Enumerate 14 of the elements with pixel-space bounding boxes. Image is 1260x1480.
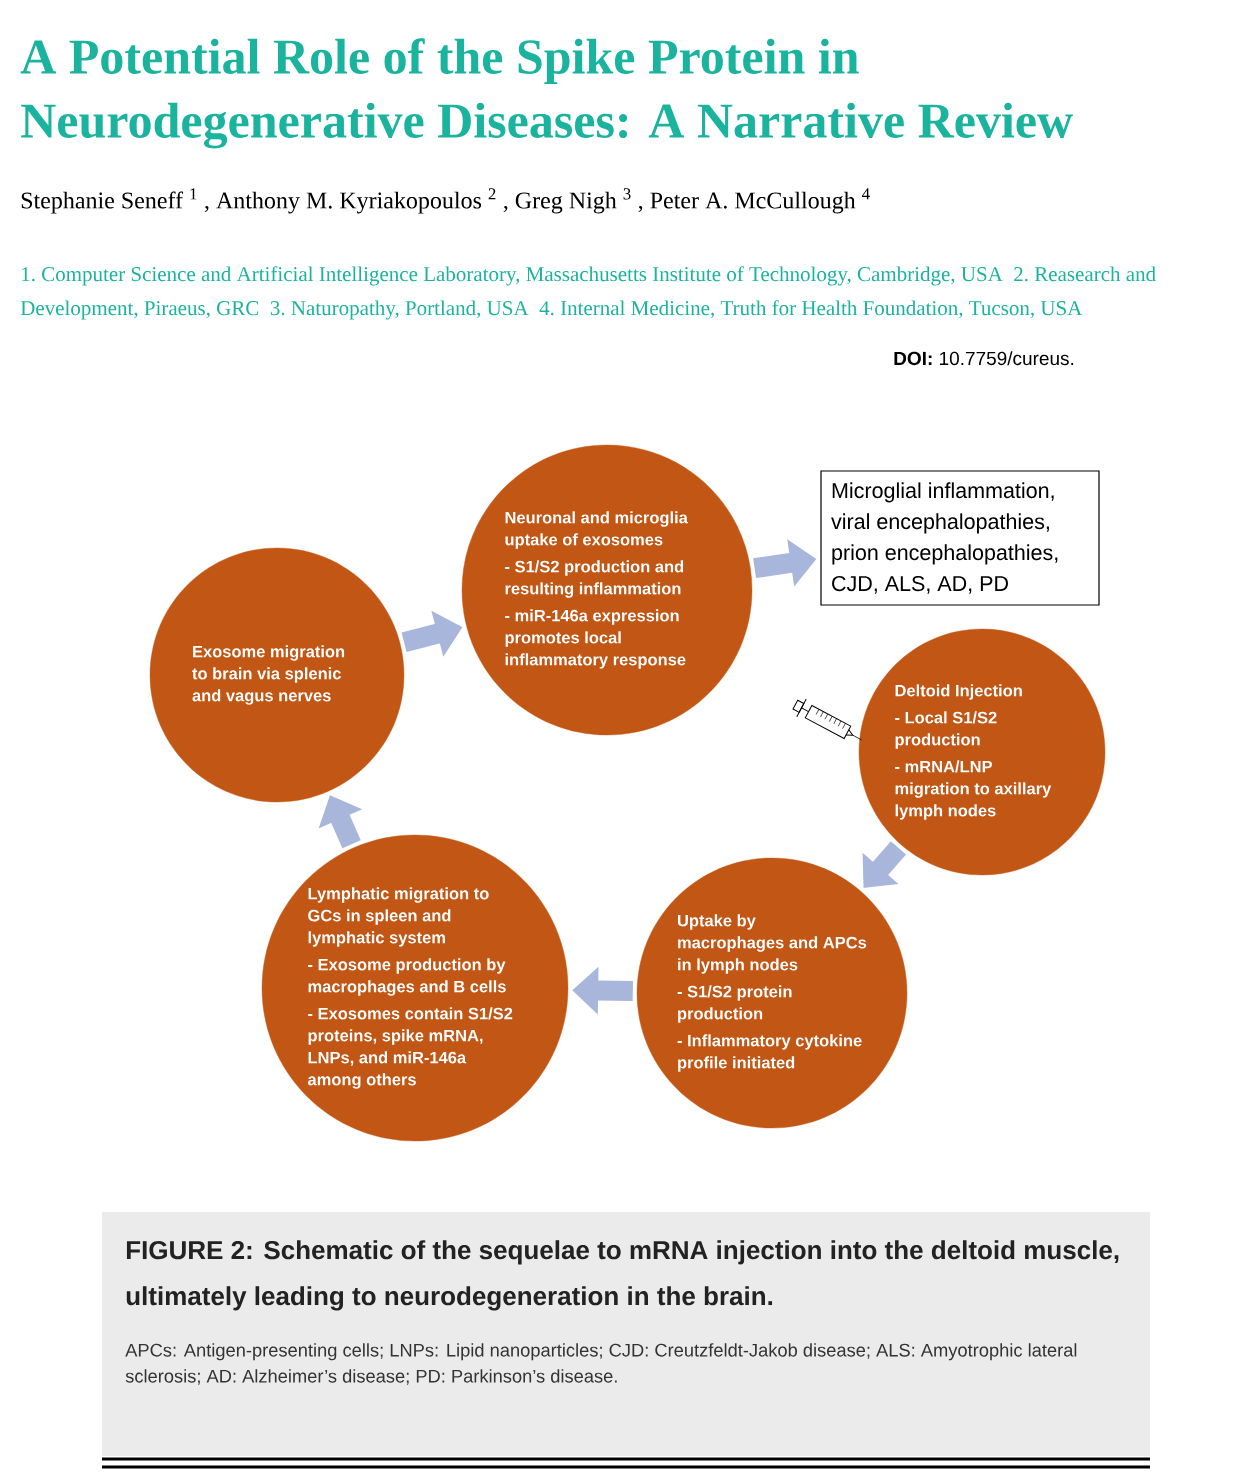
- affiliation: Computer Science and Artificial Intelligence Laboratory, Massachusetts Institute of Technology, Cambridge, USA: [42, 266, 1003, 286]
- author-list: Stephanie Seneff $^{1}$ , Anthony M. Kyriakopoulos $^{2}$ , Greg Nigh $^{3}$ , Peter A. McCullough $^{4}$: [21, 188, 870, 214]
- doi-text: DOI: 10.7759/cureus.: [894, 351, 1074, 366]
- outcome-box: Microglial inflammation, viral encephalopathies, prion encephalopathies, CJD, ALS, AD, PD: [820, 470, 1100, 606]
- affiliation-number: 4.: [539, 301, 554, 316]
- affiliation-number: 2.: [1014, 267, 1028, 282]
- block-arrow: [862, 841, 906, 888]
- title: A Potential Role of the Spike Protein in Neurodegenerative Diseases: A Narrative Review: [20, 38, 1073, 149]
- abbreviation-note: APCs: Antigen-presenting cells; LNPs: Lipid nanoparticles; CJD: Creutzfeldt-Jakob disease; ALS: Amyotrophic lateral sclerosis; AD: Alzheimer’s disease; PD: Parkinson’s disease.: [125, 1343, 1077, 1385]
- affiliation: Naturopathy, Portland, USA: [291, 300, 529, 320]
- affiliation: Internal Medicine, Truth for Health Foundation, Tucson, USA: [560, 300, 1083, 319]
- affiliation-number: 3.: [270, 301, 285, 316]
- figure-caption: FIGURE 2: Schematic of the sequelae to mRNA injection into the deltoid muscle, ultimately leading to neurodegeneration in the brain.: [126, 1240, 1119, 1311]
- affiliation-number: 1.: [22, 267, 35, 282]
